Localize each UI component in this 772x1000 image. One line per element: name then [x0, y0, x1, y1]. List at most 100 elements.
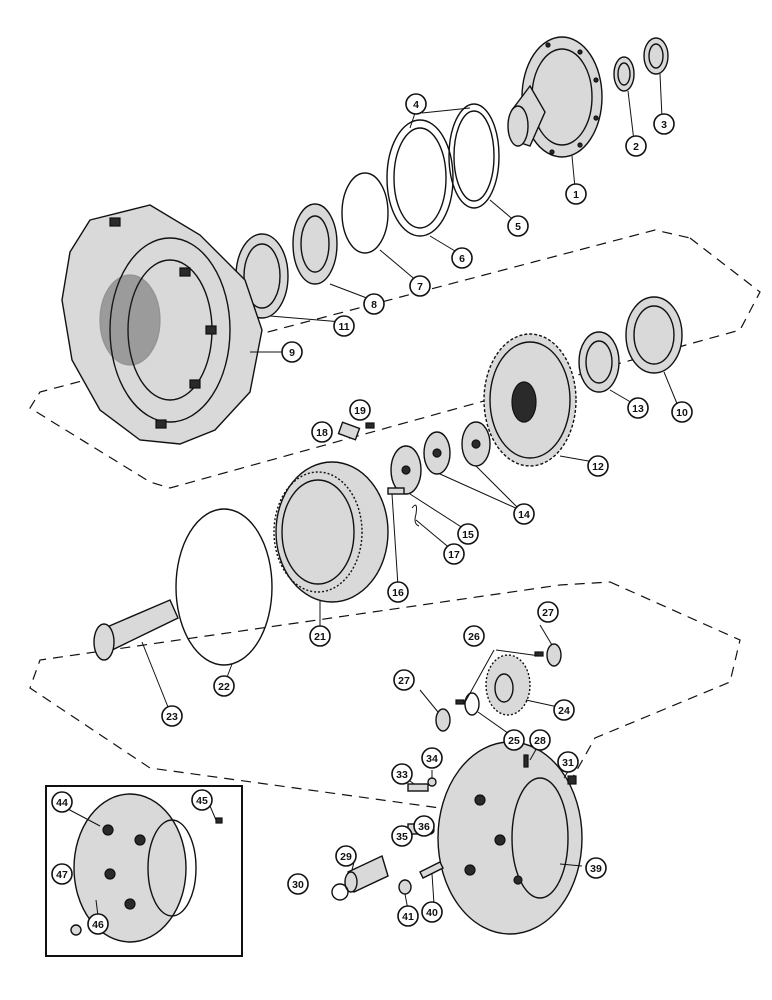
callout-circle — [537, 601, 559, 623]
callout-19: 19 — [349, 399, 371, 421]
callout-34: 34 — [421, 747, 443, 769]
callout-number: 34 — [426, 753, 438, 765]
thrust-plates — [423, 421, 491, 475]
pin-28 — [523, 754, 529, 768]
callout-46: 46 — [87, 913, 109, 935]
callout-number: 30 — [292, 879, 304, 891]
cap-screw — [387, 487, 405, 495]
callout-number: 45 — [196, 795, 208, 807]
inset-carrier — [70, 793, 223, 943]
callout-number: 4 — [413, 99, 419, 111]
callout-7: 7 — [409, 275, 431, 297]
callout-35: 35 — [391, 825, 413, 847]
callout-number: 19 — [354, 405, 366, 417]
callout-22: 22 — [213, 675, 235, 697]
bearing-small — [613, 37, 669, 92]
callout-circle — [391, 763, 413, 785]
group-outline-upper — [29, 229, 761, 489]
callout-number: 1 — [573, 189, 579, 201]
callout-circle — [161, 705, 183, 727]
callout-2: 2 — [625, 135, 647, 157]
callout-circle — [349, 399, 371, 421]
callout-36: 36 — [413, 815, 435, 837]
callout-number: 29 — [340, 851, 352, 863]
callout-5: 5 — [507, 215, 529, 237]
needle-washer — [464, 692, 480, 716]
planet-pin-29 — [344, 855, 389, 893]
callout-17: 17 — [443, 543, 465, 565]
o-ring — [175, 508, 273, 666]
tapered-bearing-large — [292, 203, 338, 285]
retainer-plate — [390, 445, 422, 495]
callout-number: 31 — [562, 757, 574, 769]
callout-number: 47 — [56, 869, 68, 881]
callout-circle — [311, 421, 333, 443]
callout-circle — [213, 675, 235, 697]
callout-40: 40 — [421, 901, 443, 923]
callout-number: 24 — [558, 705, 570, 717]
small-screw — [365, 422, 375, 429]
callout-27: 27 — [393, 669, 415, 691]
callout-number: 22 — [218, 681, 230, 693]
ring-gear — [273, 461, 389, 603]
callout-circle — [409, 275, 431, 297]
callout-number: 41 — [402, 911, 414, 923]
callout-number: 17 — [448, 549, 460, 561]
callout-number: 40 — [426, 907, 438, 919]
callout-13: 13 — [627, 397, 649, 419]
bolt-33 — [407, 783, 429, 792]
callout-number: 2 — [633, 141, 639, 153]
callout-1: 1 — [565, 183, 587, 205]
callout-circle — [287, 873, 309, 895]
callout-circle — [625, 135, 647, 157]
callout-circle — [627, 397, 649, 419]
callout-number: 46 — [92, 919, 104, 931]
callout-39: 39 — [585, 857, 607, 879]
callout-circle — [529, 729, 551, 751]
callout-6: 6 — [451, 247, 473, 269]
callout-circle — [413, 815, 435, 837]
callout-10: 10 — [671, 401, 693, 423]
planet-carrier — [437, 741, 583, 935]
callout-number: 15 — [462, 529, 474, 541]
callout-number: 21 — [314, 631, 326, 643]
pin-40 — [419, 861, 444, 879]
hub-part — [507, 36, 603, 158]
callout-number: 28 — [534, 735, 546, 747]
wheel-housing — [61, 204, 263, 445]
callout-circle — [457, 523, 479, 545]
callout-circle — [405, 93, 427, 115]
callout-47: 47 — [51, 863, 73, 885]
callout-number: 23 — [166, 711, 178, 723]
callout-26: 26 — [463, 625, 485, 647]
callout-12: 12 — [587, 455, 609, 477]
callout-circle — [421, 747, 443, 769]
thrust-washer-right — [546, 643, 562, 667]
planet-gear — [485, 654, 531, 716]
bearing-cone-outer — [578, 331, 620, 393]
seal-rings — [386, 103, 500, 237]
callout-circle — [507, 215, 529, 237]
callout-45: 45 — [191, 789, 213, 811]
callout-44: 44 — [51, 791, 73, 813]
callout-circle — [451, 247, 473, 269]
callout-number: 16 — [392, 587, 404, 599]
callout-circle — [565, 183, 587, 205]
callout-number: 33 — [396, 769, 408, 781]
callout-circle — [553, 699, 575, 721]
callout-number: 27 — [398, 675, 410, 687]
callout-28: 28 — [529, 729, 551, 751]
callout-circle — [363, 293, 385, 315]
callout-circle — [51, 863, 73, 885]
callout-circle — [87, 913, 109, 935]
callout-31: 31 — [557, 751, 579, 773]
callout-circle — [281, 341, 303, 363]
callout-number: 14 — [518, 509, 530, 521]
callout-30: 30 — [287, 873, 309, 895]
callout-24: 24 — [553, 699, 575, 721]
callout-circle — [393, 669, 415, 691]
callout-circle — [503, 729, 525, 751]
group-outline-lower — [29, 581, 741, 809]
callout-number: 36 — [418, 821, 430, 833]
